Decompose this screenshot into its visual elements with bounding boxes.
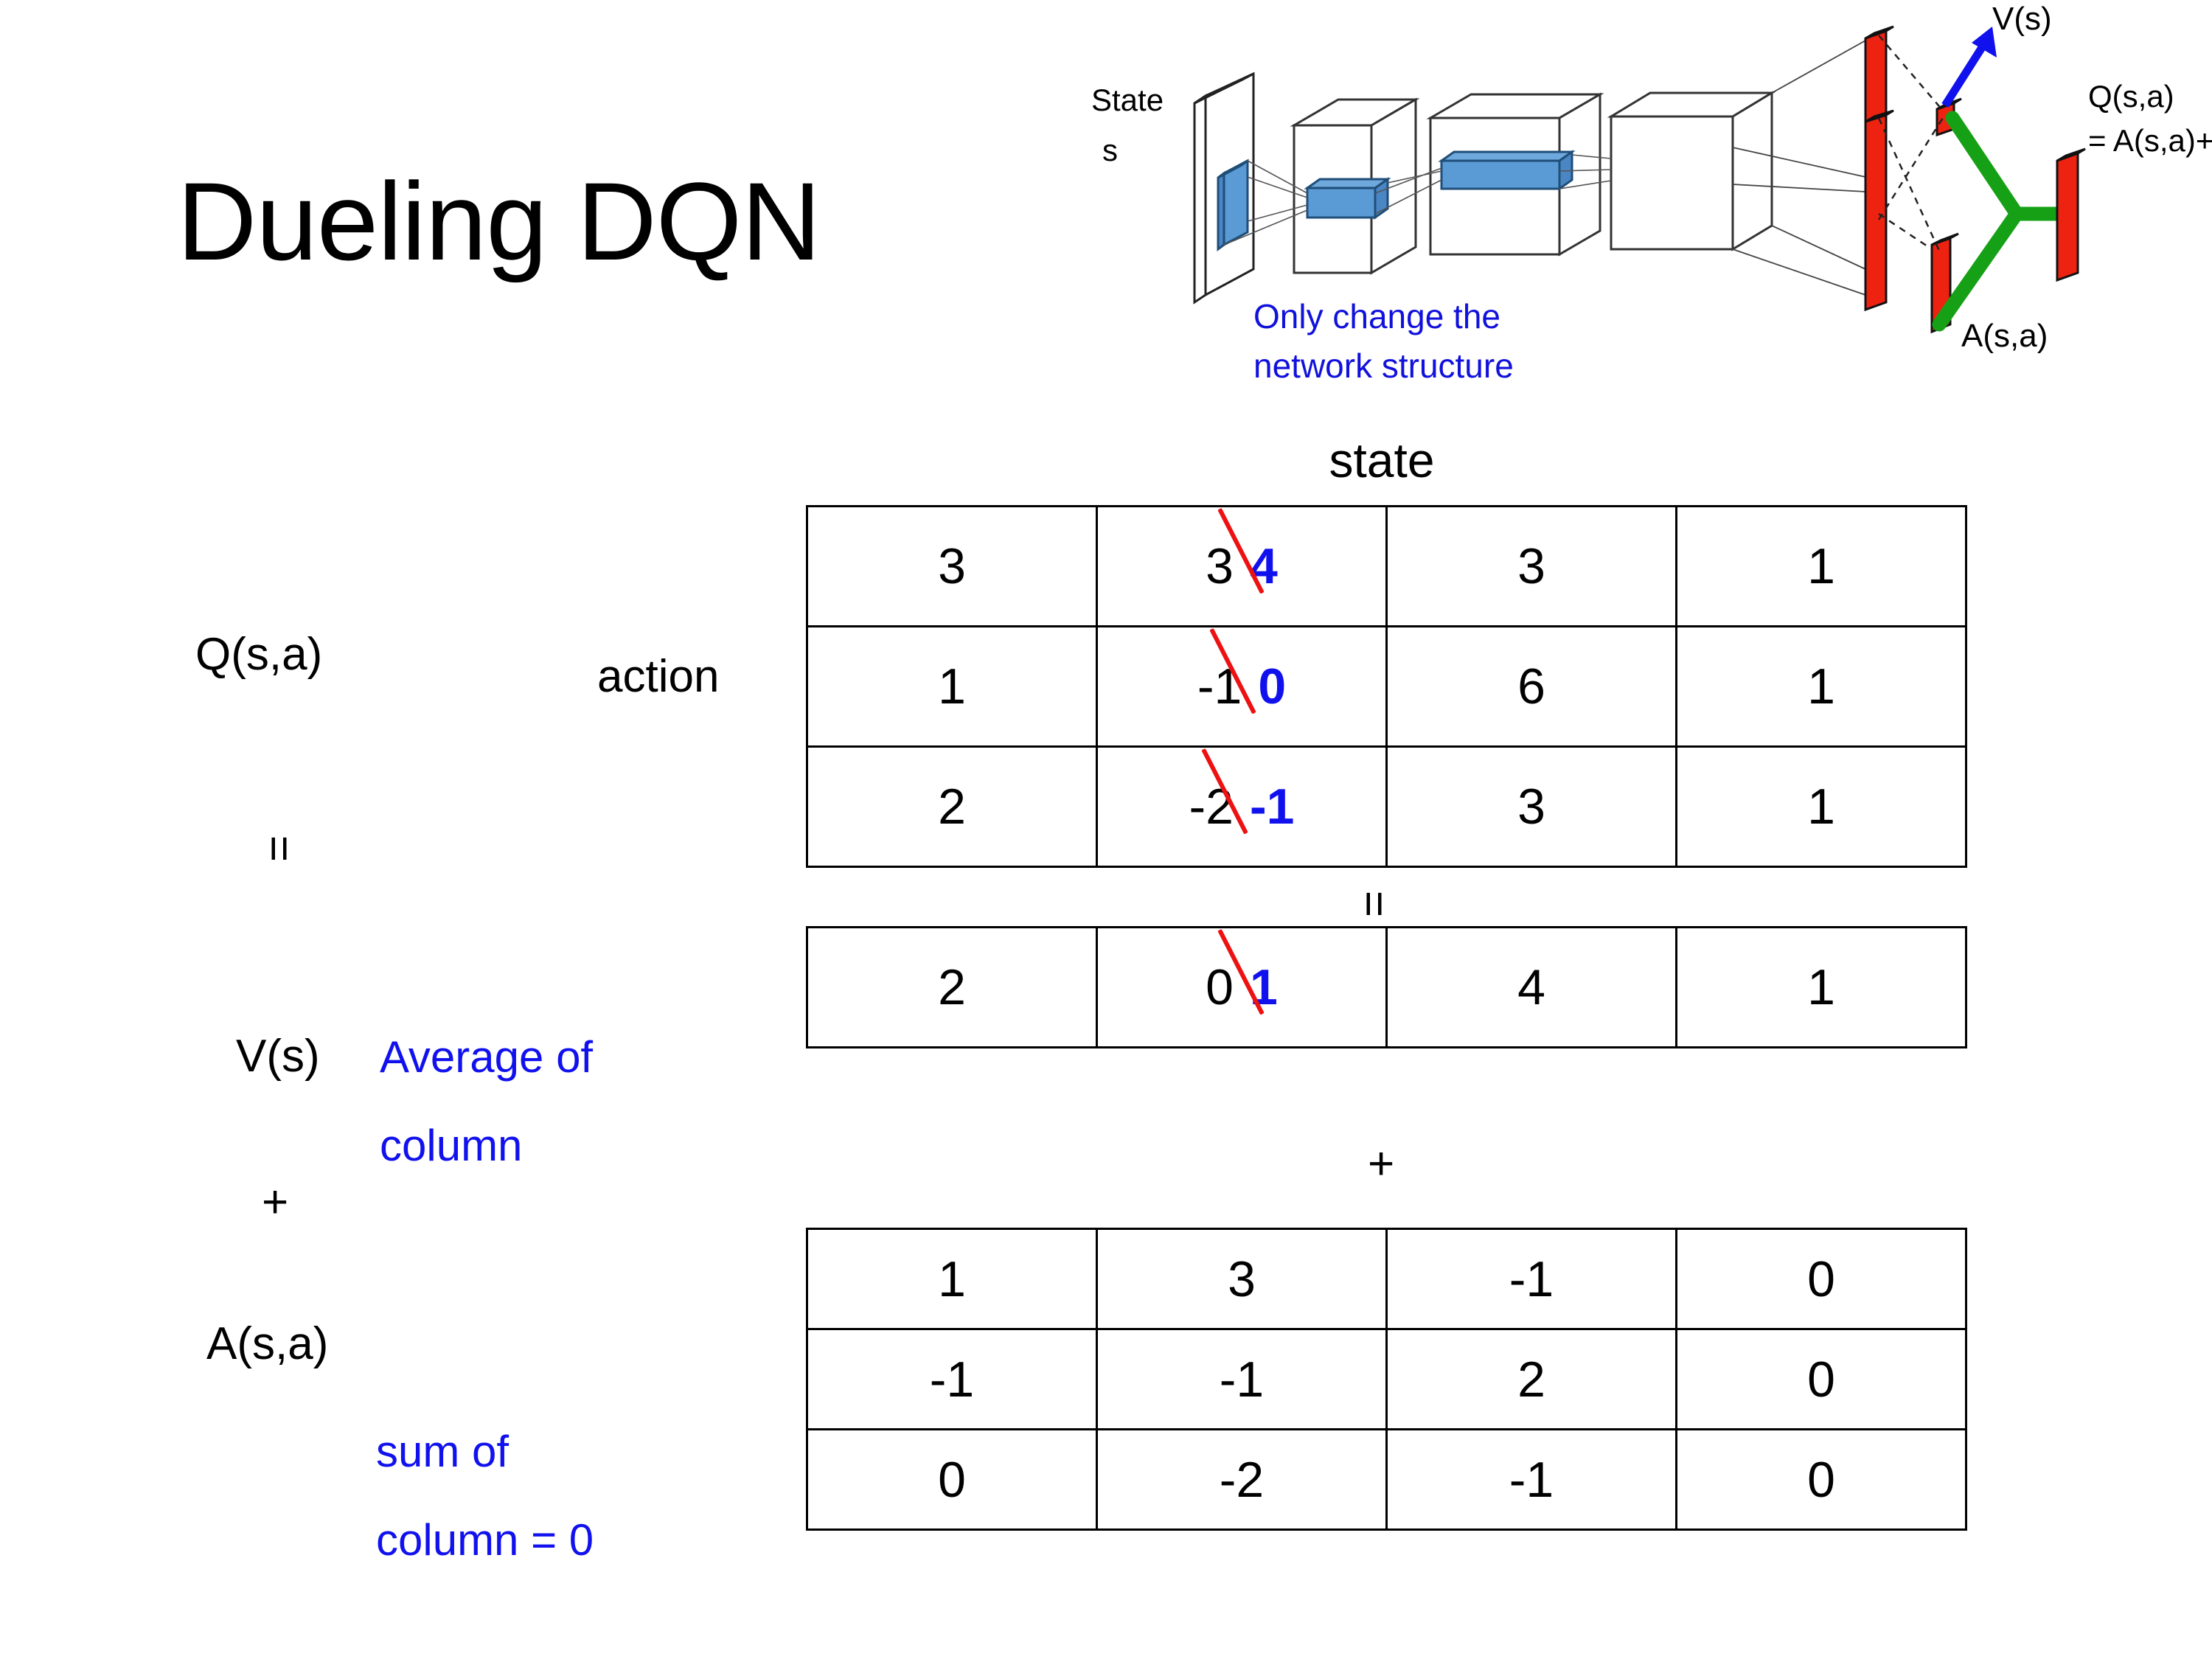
a-cell: 2: [1385, 1328, 1677, 1430]
a-cell: -2: [1096, 1428, 1388, 1531]
v-note-line1: Average of: [380, 1032, 594, 1082]
a-cell: -1: [1385, 1228, 1677, 1330]
v-cell-new-value: 1: [1250, 959, 1278, 1015]
advantage-output-label: A(s,a): [1961, 318, 2048, 354]
q-cell-old-value: -2: [1189, 779, 1234, 835]
a-value-matrix: 1 3 -1 0 -1 -1 2 0 0 -2 -1 0: [806, 1228, 1967, 1531]
q-cell-new-value: 0: [1258, 658, 1287, 714]
q-cell-corrected: -2 -1: [1096, 745, 1388, 868]
q-output-bar-icon: [2056, 147, 2086, 282]
q-merge-green-lines: [1932, 111, 2065, 332]
v-cell-corrected: 0 1: [1096, 926, 1388, 1048]
a-cell: -1: [806, 1328, 1098, 1430]
dueling-network-diagram: State s V(s) A(s,a) Q(s,a) = A(s,a)+V(s)…: [1084, 0, 2212, 413]
q-cell-new-value: -1: [1250, 779, 1295, 835]
v-cell: 4: [1385, 926, 1677, 1048]
q-cell: 3: [806, 505, 1098, 627]
a-cell: -1: [1385, 1428, 1677, 1531]
a-cell: 3: [1096, 1228, 1388, 1330]
q-cell: 1: [806, 625, 1098, 748]
table-row: 1 -1 0 6 1: [806, 625, 1967, 748]
table-row: 1 3 -1 0: [806, 1228, 1967, 1330]
q-cell-old-value: 3: [1206, 538, 1234, 594]
table-row: 3 3 4 3 1: [806, 505, 1967, 627]
state-axis-label: state: [1329, 433, 1435, 487]
q-cell: 1: [1675, 625, 1967, 748]
table-row: -1 -1 2 0: [806, 1328, 1967, 1430]
advantage-stream-bar-icon: [1864, 109, 1894, 312]
table-row: 2 -2 -1 3 1: [806, 745, 1967, 868]
network-note-line1: Only change the: [1253, 297, 1500, 335]
q-cell-new-value: 4: [1250, 538, 1278, 594]
connection-lines: [1223, 154, 1612, 246]
a-cell: 0: [806, 1428, 1098, 1531]
action-axis-label: action: [597, 651, 720, 702]
v-cell: 1: [1675, 926, 1967, 1048]
a-note-line2: column = 0: [376, 1515, 594, 1565]
v-section-label: V(s): [236, 1031, 320, 1082]
q-cell: 1: [1675, 505, 1967, 627]
q-cell-old-value: -1: [1197, 658, 1242, 714]
a-cell: -1: [1096, 1328, 1388, 1430]
input-patch-icon: [1217, 159, 1249, 251]
state-input-sublabel: s: [1102, 133, 1118, 167]
v-note-line2: column: [380, 1121, 523, 1170]
value-dashed-lines: [1877, 35, 1944, 251]
q-value-matrix: 3 3 4 3 1 1 -1 0 6: [806, 505, 1967, 868]
v-value-matrix: 2 0 1 4 1: [806, 926, 1967, 1048]
plus-operator-middle: +: [1368, 1138, 1395, 1189]
a-cell: 0: [1675, 1328, 1967, 1430]
equals-operator-left: =: [254, 835, 305, 863]
q-cell-corrected: 3 4: [1096, 505, 1388, 627]
network-note-line2: network structure: [1253, 347, 1514, 385]
q-section-label: Q(s,a): [195, 629, 323, 680]
plus-operator-left: +: [262, 1177, 289, 1228]
a-cell: 0: [1675, 1228, 1967, 1330]
conv-layer-3-icon: [1607, 91, 1776, 251]
q-cell: 3: [1385, 505, 1677, 627]
value-output-label: V(s): [1992, 1, 2052, 37]
table-row: 2 0 1 4 1: [806, 926, 1967, 1048]
q-cell-corrected: -1 0: [1096, 625, 1388, 748]
table-row: 0 -2 -1 0: [806, 1428, 1967, 1531]
v-cell-old-value: 0: [1206, 959, 1234, 1015]
state-input-label: State: [1091, 83, 1164, 117]
equals-operator-middle: =: [1349, 890, 1400, 918]
q-cell: 2: [806, 745, 1098, 868]
a-note-line1: sum of: [376, 1427, 509, 1476]
a-cell: 1: [806, 1228, 1098, 1330]
conv-patch-2-icon: [1438, 150, 1576, 191]
v-cell: 2: [806, 926, 1098, 1048]
a-cell: 0: [1675, 1428, 1967, 1531]
stream-fan-lines: [1732, 40, 1866, 296]
page-title: Dueling DQN: [177, 159, 821, 283]
q-output-label-line2: = A(s,a)+V(s): [2088, 123, 2212, 158]
conv-patch-1-icon: [1304, 177, 1391, 220]
q-cell: 6: [1385, 625, 1677, 748]
q-cell: 1: [1675, 745, 1967, 868]
q-cell: 3: [1385, 745, 1677, 868]
a-section-label: A(s,a): [206, 1318, 329, 1369]
q-output-label-line1: Q(s,a): [2088, 79, 2174, 114]
value-arrow-icon: [1941, 27, 1997, 108]
